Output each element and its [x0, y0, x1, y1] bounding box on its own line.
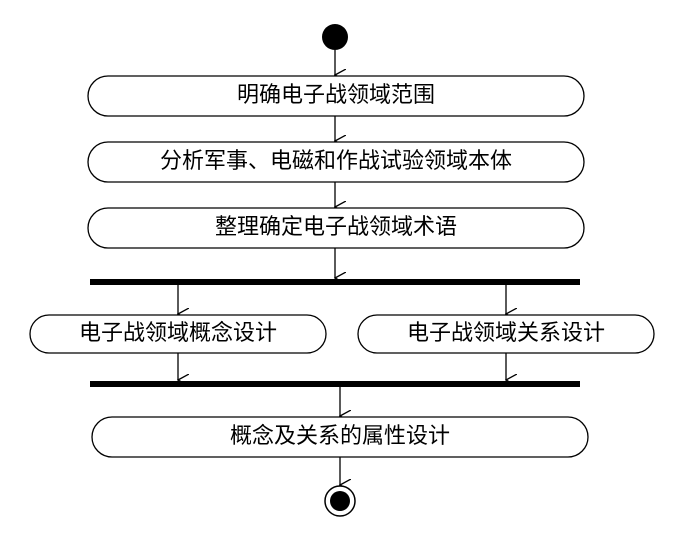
activity-label: 整理确定电子战领域术语: [215, 215, 457, 240]
activity-define-terms: 整理确定电子战领域术语: [87, 207, 585, 249]
start-node: [322, 24, 348, 50]
activity-label: 分析军事、电磁和作战试验领域本体: [160, 149, 512, 174]
activity-define-scope: 明确电子战领域范围: [87, 75, 585, 117]
join-bar: [90, 381, 580, 387]
activity-label: 概念及关系的属性设计: [230, 424, 450, 449]
activity-label: 明确电子战领域范围: [237, 83, 435, 108]
activity-label: 电子战领域关系设计: [407, 321, 605, 346]
activity-label: 电子战领域概念设计: [79, 321, 277, 346]
activity-relation-design: 电子战领域关系设计: [357, 314, 655, 354]
fork-bar: [90, 279, 580, 285]
end-node: [324, 485, 356, 517]
activity-analyze-ontology: 分析军事、电磁和作战试验领域本体: [87, 141, 585, 183]
activity-concept-design: 电子战领域概念设计: [29, 314, 327, 354]
activity-attribute-design: 概念及关系的属性设计: [91, 416, 589, 458]
